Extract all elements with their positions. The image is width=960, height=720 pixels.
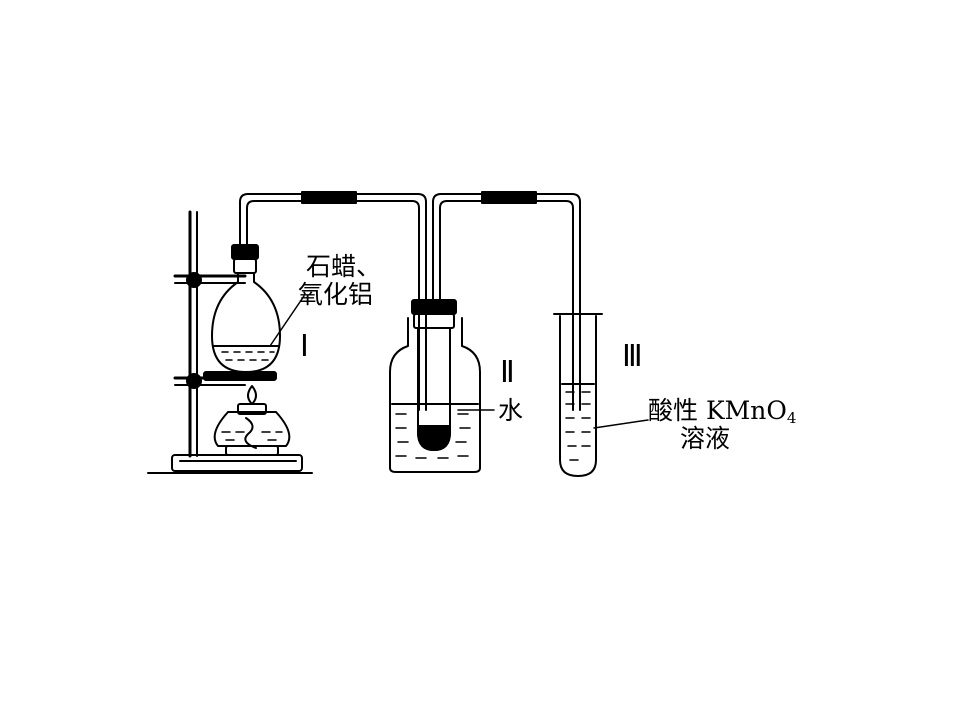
apparatus-3-label: Ⅲ xyxy=(622,340,643,373)
water-label: 水 xyxy=(498,396,524,425)
reagent-label-line1: 酸性 KMnO4 xyxy=(648,396,796,433)
bottle-with-water xyxy=(389,191,581,473)
alcohol-lamp xyxy=(213,385,291,456)
delivery-tube-1 xyxy=(239,191,427,411)
iron-stand xyxy=(147,210,313,474)
reagent-prefix: 酸性 KMnO xyxy=(648,396,787,425)
apparatus-1-label: Ⅰ xyxy=(300,330,309,363)
flask-contents-label-line1: 石蜡、 xyxy=(306,252,382,281)
test-tube-with-kmno4 xyxy=(553,313,649,477)
reagent-subscript: 4 xyxy=(786,409,797,427)
flask-contents-label-line2: 氧化铝 xyxy=(298,280,374,309)
paraffin-pointer xyxy=(269,295,305,347)
reagent-label-line2: 溶液 xyxy=(680,424,731,453)
round-bottom-flask xyxy=(203,244,281,381)
apparatus-2-label: Ⅱ xyxy=(500,356,515,389)
